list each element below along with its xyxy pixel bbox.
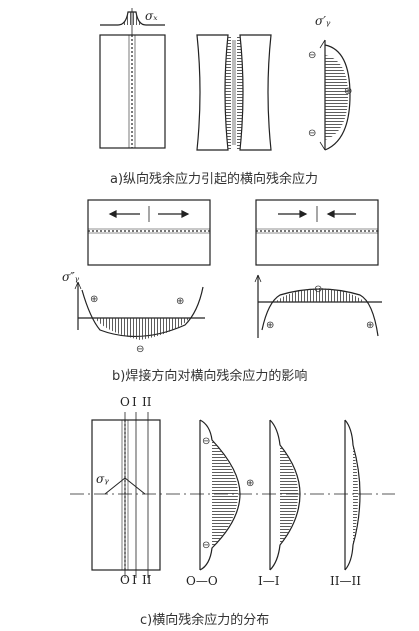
label-o-o: O—O	[186, 574, 218, 588]
sign-minus-c-1: ⊖	[202, 436, 211, 447]
section-label-bottom-i: I	[132, 573, 137, 587]
sign-plus-b-right-2: ⊕	[366, 320, 375, 331]
sign-plus-b-right-1: ⊕	[266, 320, 275, 331]
sign-minus-c-2: ⊖	[202, 540, 211, 551]
section-label-top-o: O	[120, 395, 130, 409]
caption-c: c)横向残余应力的分布	[140, 613, 270, 628]
sigma-y-peak	[104, 477, 146, 495]
plate-c	[91, 419, 161, 571]
sign-plus-a: ⊕	[344, 86, 353, 97]
sign-plus-c: ⊕	[246, 478, 255, 489]
curve-ii-ii	[344, 419, 361, 571]
sign-minus-a-2: ⊖	[308, 128, 317, 139]
panel-b	[74, 199, 382, 340]
section-label-bottom-o: O	[120, 573, 130, 587]
sign-minus-b-left: ⊖	[136, 344, 145, 355]
curve-i-i	[269, 419, 301, 571]
symbol-sigma-y-prime: σ′ᵧ	[315, 14, 331, 28]
symbol-sigma-y: σᵧ	[96, 472, 109, 486]
section-label-top-ii: II	[142, 395, 152, 409]
section-label-bottom-ii: II	[142, 573, 152, 587]
sign-minus-b-right: ⊖	[314, 284, 323, 295]
symbol-sigma-x: σₓ	[145, 9, 158, 23]
symbol-sigma-y-dprime: σ″ᵧ	[62, 270, 80, 284]
plate-a-mid-right	[239, 34, 272, 151]
caption-a: a)纵向残余应力引起的横向残余应力	[110, 172, 319, 187]
plate-a-mid-left	[196, 34, 229, 151]
curve-o-o	[199, 419, 241, 571]
sign-plus-b-left-1: ⊕	[90, 294, 99, 305]
sigma-y-prime-curve	[324, 44, 351, 151]
section-label-top-i: I	[132, 395, 137, 409]
plate-b-left	[87, 199, 211, 266]
sign-minus-a-1: ⊖	[308, 50, 317, 61]
panel-c	[70, 412, 395, 578]
label-ii-ii: II—II	[330, 574, 361, 588]
caption-b: b)焊接方向对横向残余应力的影响	[112, 369, 308, 384]
plate-b-right	[255, 199, 379, 266]
label-i-i: I—I	[258, 574, 280, 588]
panel-a	[99, 8, 351, 151]
sign-plus-b-left-2: ⊕	[176, 296, 185, 307]
